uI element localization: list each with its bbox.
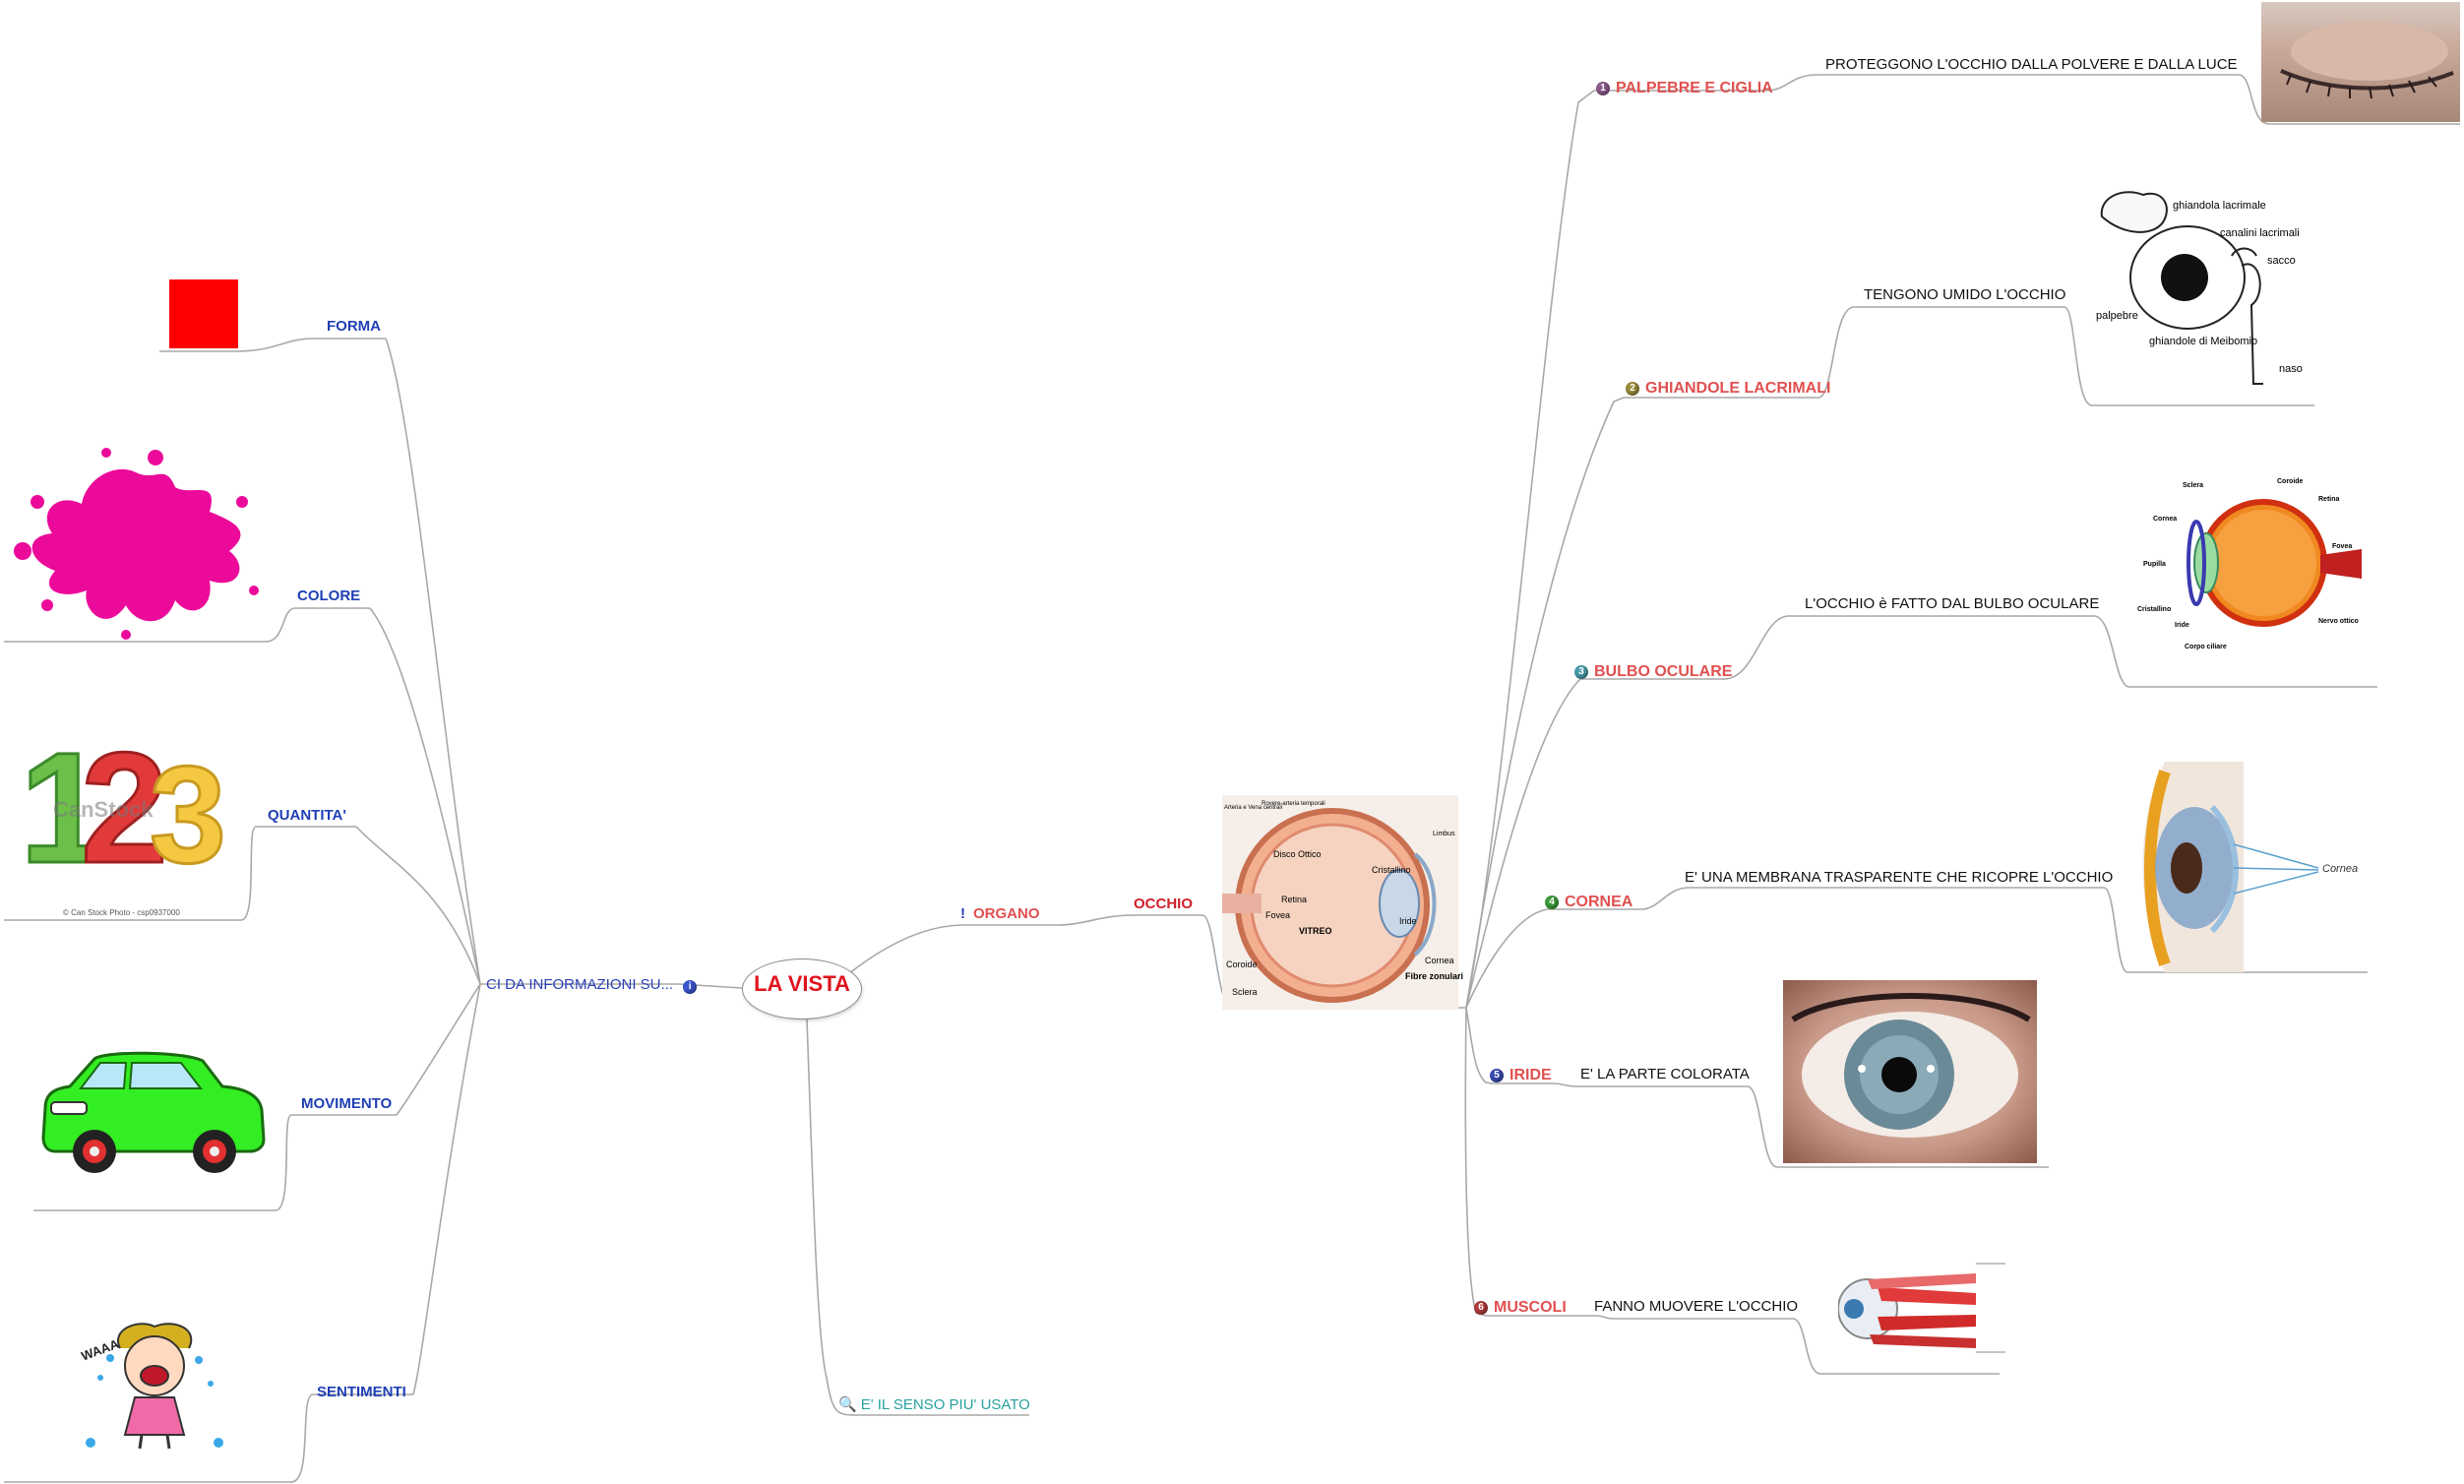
part-bulbo-label: BULBO OCULARE [1594,663,1733,680]
central-topic-title: LA VISTA [754,971,850,996]
organo-label: ORGANO [973,905,1040,922]
number-2-icon: 2 [1626,381,1639,396]
label-fovea: Fovea [1265,910,1291,920]
eye-muscles-diagram [1838,1244,2011,1372]
part-cornea-label: CORNEA [1565,894,1633,910]
label-coroide-b: Coroide [2277,478,2304,485]
label-palpebre: palpebre [2096,310,2138,322]
label-rovere: Rovere-arteria temporali [1262,801,1325,807]
numbers-graphic: 1 2 3 [19,718,228,897]
watermark-text: CanStock [53,797,154,822]
senso-label: E' IL SENSO PIU' USATO [860,1396,1030,1413]
part-palpebre-label: PALPEBRE E CIGLIA [1616,80,1773,96]
organo-node[interactable]: ! ORGANO [960,906,1040,921]
label-limbus: Limbus [1433,831,1455,837]
part-iride-label: IRIDE [1509,1067,1552,1083]
svg-text:3: 3 [150,737,226,892]
info-node-label: CI DA INFORMAZIONI SU... [486,976,674,993]
svg-text:1: 1 [20,719,107,896]
numbers-caption: © Can Stock Photo - csp0937000 [63,908,180,917]
number-5-icon: 5 [1490,1068,1504,1082]
part-iride[interactable]: 5 IRIDE [1490,1068,1552,1083]
green-car-image [41,1051,266,1173]
label-corpo-ciliare-b: Corpo ciliare [2185,644,2227,650]
label-ghiandola-lacrimale: ghiandola lacrimale [2173,200,2266,212]
label-disco-ottico: Disco Ottico [1273,849,1322,859]
topic-forma[interactable]: FORMA [327,318,381,335]
label-pupilla-b: Pupilla [2143,561,2166,568]
iris-graphic [1791,993,2031,1138]
label-nervo-ottico-b: Nervo ottico [2318,618,2359,625]
label-cristallino-b: Cristallino [2137,606,2172,613]
numbers-image: 1 2 3 CanStock © Can Stock Photo - csp09… [12,714,228,921]
eyeball-graphic [2187,499,2362,627]
label-retina: Retina [1281,895,1308,904]
red-square-image [169,279,238,348]
desc-iride: E' LA PARTE COLORATA [1580,1066,1750,1082]
part-cornea[interactable]: 4 CORNEA [1545,895,1632,910]
central-topic-bubble[interactable] [742,958,862,1020]
eyeball-diagram: Sclera Coroide Retina Cornea Pupilla Fov… [2135,476,2362,653]
magnifier-icon: 🔍 [838,1396,857,1413]
label-coroide: Coroide [1226,959,1258,969]
lacrimal-graphic [2100,191,2263,385]
desc-palpebre: PROTEGGONO L'OCCHIO DALLA POLVERE E DALL… [1825,56,2238,73]
topic-sentimenti[interactable]: SENTIMENTI [317,1384,406,1400]
closed-eyelid-photo [2261,2,2460,122]
paint-splash-image [14,448,259,640]
label-iride: Iride [1399,916,1417,926]
cornea-graphic [2142,762,2319,972]
crying-girl-image: WAAA [81,1323,223,1450]
cry-text: WAAA [81,1336,121,1364]
label-naso: naso [2279,363,2303,375]
part-ghiandole[interactable]: 2 GHIANDOLE LACRIMALI [1626,381,1830,397]
part-muscoli[interactable]: 6 MUSCOLI [1474,1300,1567,1316]
muscles-graphic [1838,1263,2005,1353]
eye-section-graphic [1222,808,1437,1003]
desc-muscoli: FANNO MUOVERE L'OCCHIO [1594,1298,1799,1315]
part-ghiandole-label: GHIANDOLE LACRIMALI [1645,380,1831,397]
label-canalini-lacrimali: canalini lacrimali [2220,227,2300,239]
label-arteria: Arteria e Vena centrali [1224,805,1283,811]
label-cornea-profile: Cornea [2322,863,2359,875]
eyelid-graphic [2280,22,2454,99]
label-sclera-b: Sclera [2183,482,2204,489]
label-cornea: Cornea [1425,956,1454,965]
info-icon: i [683,980,698,994]
eye-cross-section-image: Disco Ottico Retina Fovea VITREO Cristal… [1222,795,1463,1010]
part-palpebre[interactable]: 1 PALPEBRE E CIGLIA [1596,81,1773,96]
occhio-node[interactable]: OCCHIO [1134,896,1193,912]
topic-movimento[interactable]: MOVIMENTO [301,1095,393,1112]
label-cornea-b: Cornea [2153,516,2178,523]
desc-ghiandole: TENGONO UMIDO L'OCCHIO [1864,286,2066,303]
cornea-profile-image: Cornea [2125,762,2372,972]
label-retina-b: Retina [2318,496,2340,503]
label-cristallino: Cristallino [1372,865,1411,875]
senso-node[interactable]: 🔍E' IL SENSO PIU' USATO [838,1397,1030,1412]
desc-cornea: E' UNA MEMBRANA TRASPARENTE CHE RICOPRE … [1685,869,2114,886]
label-iride-b: Iride [2175,622,2189,629]
info-node[interactable]: CI DA INFORMAZIONI SU... i [486,976,698,994]
lacrimal-gland-diagram: ghiandola lacrimale canalini lacrimali s… [2094,187,2330,398]
number-1-icon: 1 [1596,81,1610,95]
label-fovea-b: Fovea [2332,543,2353,550]
label-sacco: sacco [2267,255,2296,267]
number-3-icon: 3 [1574,664,1588,679]
topic-quantita[interactable]: QUANTITA' [268,807,346,824]
label-ghiandole-meibomio: ghiandole di Meibomio [2149,336,2258,347]
exclamation-icon: ! [960,905,965,922]
number-4-icon: 4 [1545,895,1559,909]
topic-colore[interactable]: COLORE [297,587,361,604]
iris-photo [1783,980,2037,1163]
part-muscoli-label: MUSCOLI [1494,1299,1567,1316]
part-bulbo[interactable]: 3 BULBO OCULARE [1574,664,1732,680]
number-6-icon: 6 [1474,1300,1488,1315]
label-fibre-zonulari: Fibre zonulari [1405,971,1464,981]
desc-bulbo: L'OCCHIO è FATTO DAL BULBO OCULARE [1805,595,2100,612]
label-sclera: Sclera [1232,987,1258,997]
label-vitreo: VITREO [1299,926,1332,936]
svg-text:2: 2 [81,719,168,896]
